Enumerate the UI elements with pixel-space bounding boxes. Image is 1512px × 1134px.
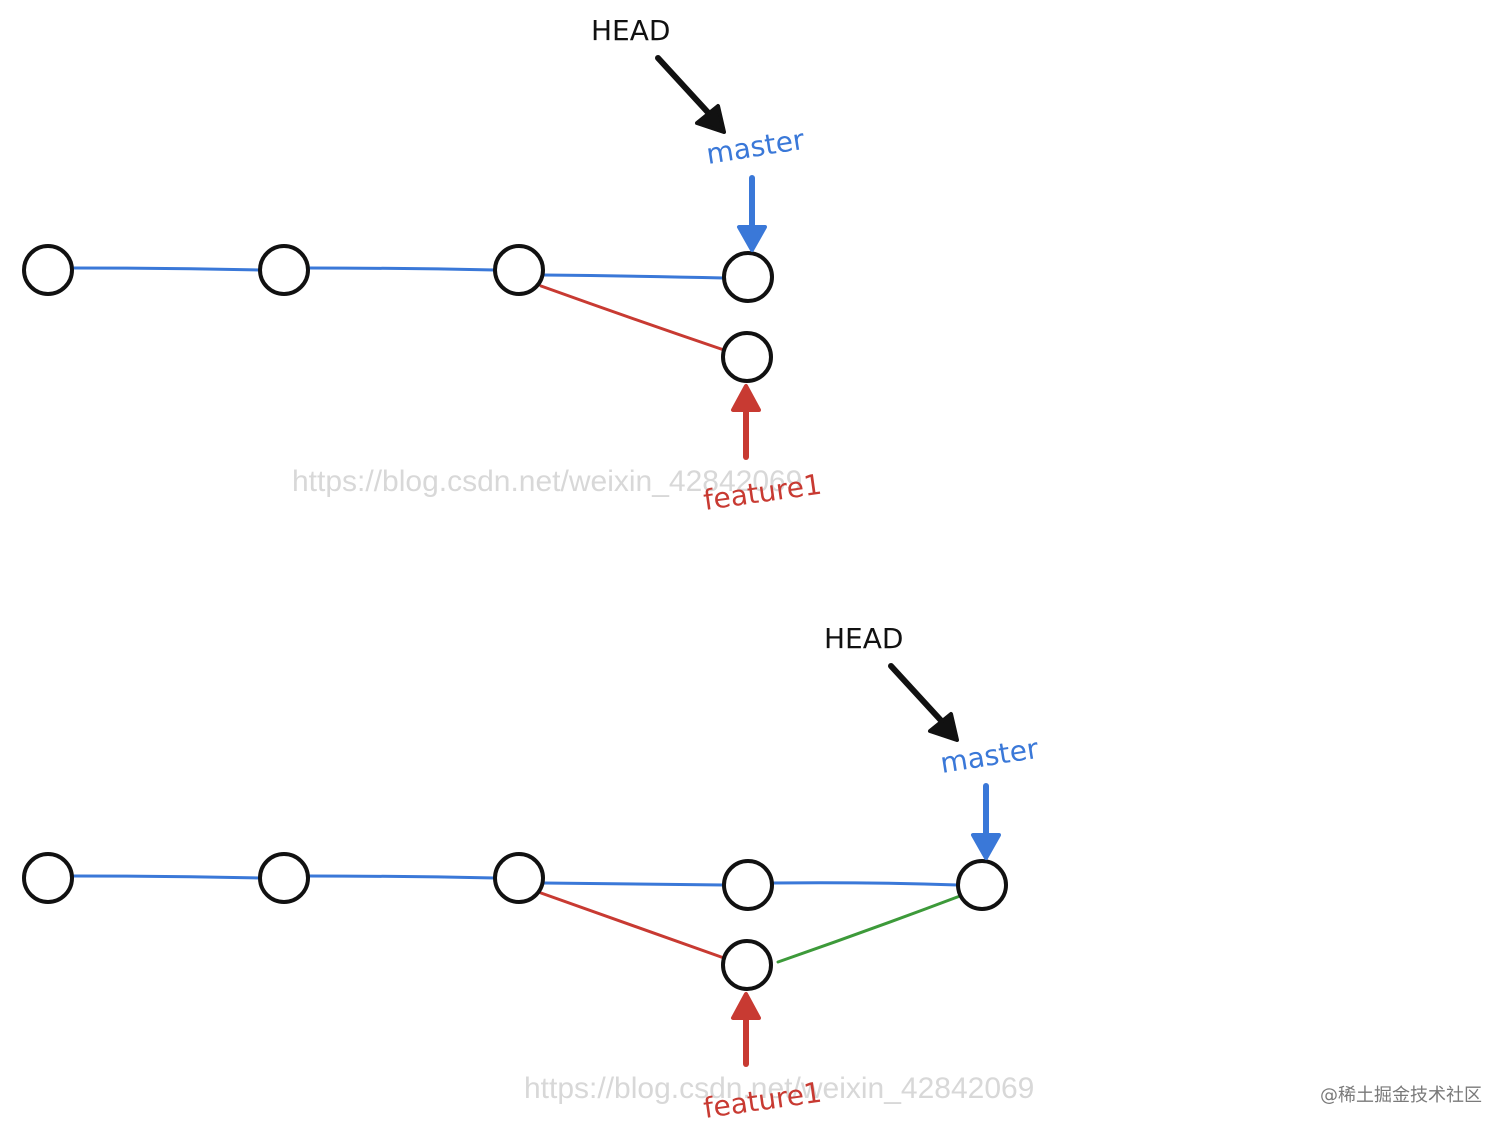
panel-2-master-edge-2 xyxy=(306,874,497,880)
panel-2-head-arrow-head xyxy=(928,712,959,742)
panel-2-master-edge-4 xyxy=(770,881,960,887)
panel-2-commit-2 xyxy=(258,852,310,904)
panel-1: https://blog.csdn.net/weixin_42842069 HE… xyxy=(22,14,824,517)
panel-1-master-arrow-head xyxy=(737,225,767,252)
panel-1-feature-arrow-head xyxy=(731,384,761,412)
panel-2-feature-arrow-head xyxy=(731,992,761,1020)
panel-2-master-edge-1 xyxy=(70,874,262,880)
panel-1-master-edge-3 xyxy=(541,273,726,280)
panel-1-master-edge-2 xyxy=(306,266,497,272)
panel-2-feature-edge xyxy=(539,891,726,960)
panel-1-commit-master-tip xyxy=(722,251,774,303)
panel-1-feature-edge xyxy=(539,284,726,352)
panel-2-csdn-watermark: https://blog.csdn.net/weixin_42842069 xyxy=(524,1072,1034,1105)
panel-1-commit-1 xyxy=(22,244,74,296)
panel-2-commit-1 xyxy=(22,852,74,904)
panel-1-commit-3 xyxy=(493,244,545,296)
panel-1-commit-2 xyxy=(258,244,310,296)
panel-2-commit-merge xyxy=(956,859,1008,911)
panel-1-head-arrow-head xyxy=(695,104,726,134)
panel-2: https://blog.csdn.net/weixin_42842069 HE… xyxy=(22,622,1041,1125)
panel-2-master-edge-3 xyxy=(541,881,726,887)
panel-2-merge-edge xyxy=(776,894,962,964)
panel-2-commit-feature-tip xyxy=(721,939,773,991)
panel-2-head-label: HEAD xyxy=(824,622,903,655)
panel-1-head-arrow xyxy=(655,55,717,122)
panel-2-head-arrow xyxy=(888,663,950,730)
panel-1-master-edge-1 xyxy=(70,266,262,272)
panel-2-commit-4 xyxy=(722,859,774,911)
panel-1-head-label: HEAD xyxy=(591,14,670,47)
panel-2-master-arrow-head xyxy=(971,833,1001,860)
site-watermark: @稀土掘金技术社区 xyxy=(1320,1085,1482,1106)
panel-1-csdn-watermark: https://blog.csdn.net/weixin_42842069 xyxy=(292,465,802,498)
panel-2-commit-3 xyxy=(493,852,545,904)
panel-1-commit-feature-tip xyxy=(721,331,773,383)
